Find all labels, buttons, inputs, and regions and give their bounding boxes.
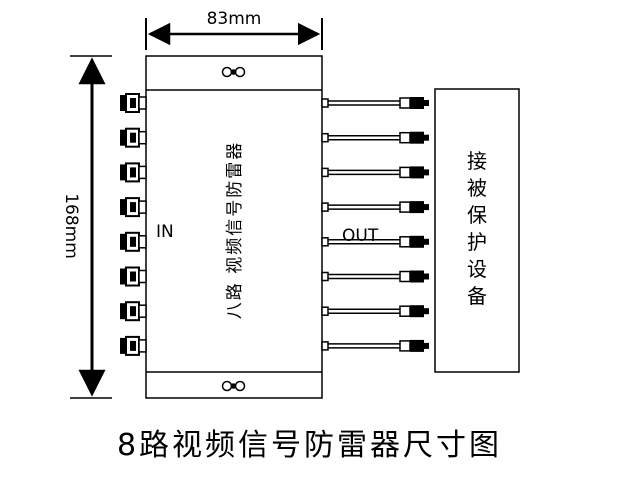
protected-equipment-char: 接	[467, 149, 487, 173]
output-cable-connector-icon	[321, 235, 429, 248]
output-cable-connector-icon	[321, 270, 429, 283]
output-cable-connector-icon	[321, 97, 429, 109]
input-bnc-connector-icon	[120, 162, 147, 183]
diagram-caption: 8路视频信号防雷器尺寸图	[116, 428, 503, 463]
device-name: 八路 视频信号防雷器	[225, 141, 245, 319]
output-connectors	[321, 97, 429, 352]
protected-equipment-char: 被	[467, 176, 487, 200]
out-label: OUT	[342, 226, 379, 246]
protected-equipment-char: 备	[467, 284, 487, 308]
width-dimension: 83mm	[145, 9, 323, 50]
protected-equipment-char: 保	[467, 203, 487, 227]
protected-equipment-char: 护	[467, 230, 487, 254]
input-bnc-connector-icon	[120, 301, 147, 322]
protected-equipment-char: 设	[467, 257, 487, 281]
output-cable-connector-icon	[321, 166, 429, 179]
bottom-mounting-hole-icon	[221, 380, 246, 392]
input-bnc-connector-icon	[120, 231, 147, 252]
input-bnc-connector-icon	[120, 266, 147, 287]
input-bnc-connector-icon	[120, 197, 147, 218]
output-cable-connector-icon	[321, 305, 429, 318]
protector-device: 八路 视频信号防雷器 IN OUT	[120, 55, 429, 399]
in-label: IN	[156, 222, 174, 242]
input-bnc-connector-icon	[120, 335, 147, 356]
width-label: 83mm	[207, 9, 262, 29]
output-cable-connector-icon	[321, 201, 429, 214]
height-label: 168mm	[61, 193, 81, 259]
input-connectors	[120, 93, 147, 356]
protected-equipment-box	[434, 88, 520, 373]
input-bnc-connector-icon	[120, 127, 147, 148]
input-bnc-connector-icon	[120, 93, 147, 113]
mounting-plate	[145, 55, 323, 399]
top-mounting-hole-icon	[221, 66, 246, 78]
height-dimension: 168mm	[61, 55, 112, 399]
output-cable-connector-icon	[321, 131, 429, 144]
output-cable-connector-icon	[321, 339, 429, 352]
